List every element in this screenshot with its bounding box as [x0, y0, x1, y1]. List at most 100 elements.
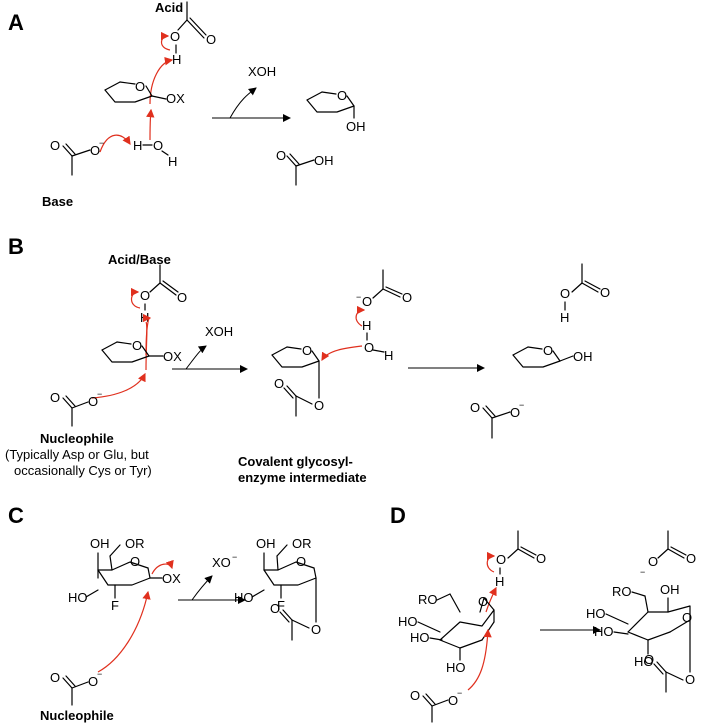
product-ring-b: O OH	[512, 343, 593, 368]
product-ring-a: O OH	[306, 88, 366, 134]
dp-ho-3: HO	[634, 654, 654, 669]
acetic-acid-a: O OH	[276, 148, 334, 186]
b-base-carbonyl-o-b: O	[402, 290, 412, 305]
acetic-carbonyl-o-a: O	[276, 148, 286, 163]
ring-o-b: O	[132, 338, 142, 353]
panel-a: A Acid O O H O OX H O	[8, 0, 366, 209]
red-arrow-c2	[97, 590, 151, 673]
int-carbonyl-o-b: O	[274, 376, 284, 391]
fluoro-sugar-c: OH OR O HO F OX	[68, 536, 181, 613]
red-arrow-a4	[99, 134, 131, 153]
d-nuc-o: O	[448, 693, 458, 708]
base-acetate-a: O O −	[50, 138, 104, 176]
c-ox: OX	[162, 571, 181, 586]
sugar-product-d: RO OH O HO HO HO O O	[586, 582, 695, 693]
water-o-a: O	[153, 138, 163, 153]
c-or: OR	[125, 536, 145, 551]
red-arrow-b5	[321, 345, 363, 362]
xo-c: XO	[212, 555, 231, 570]
leaving-arrow-c	[191, 575, 213, 601]
int-ester-o-b: O	[314, 398, 324, 413]
d-acid-o: O	[496, 552, 506, 567]
ox-a: OX	[166, 91, 185, 106]
c-nuc-minus: −	[97, 669, 102, 679]
fluoro-sugar-product-c: OH OR O HO F O O	[234, 536, 321, 641]
acetate-minus-b: −	[519, 400, 524, 410]
nucleophile-acetate-c: O O −	[50, 669, 102, 706]
d-nuc-carbonyl-o: O	[410, 688, 420, 703]
panel-c: C OH OR O HO F OX O O	[8, 503, 321, 723]
c-ho: HO	[68, 590, 88, 605]
dp-ring-o: O	[682, 610, 692, 625]
intermediate-ring-b: O O O	[271, 343, 324, 417]
acetate-o-b: O	[510, 405, 520, 420]
d-acid-h: H	[495, 574, 504, 589]
nucleophile-note-1: (Typically Asp or Glu, but	[5, 447, 149, 462]
c-ring-o: O	[130, 554, 140, 569]
red-arrow-a1	[160, 31, 171, 51]
red-arrow-b3	[91, 372, 146, 399]
red-arrow-a2	[149, 57, 174, 105]
dp-oh: OH	[660, 582, 680, 597]
product-oh-a: OH	[346, 119, 366, 134]
xoh-a: XOH	[248, 64, 276, 79]
cp-ring-o: O	[296, 554, 306, 569]
water-h-b: H	[362, 318, 371, 333]
c-nuc-carbonyl-o: O	[50, 670, 60, 685]
red-arrow-b1	[130, 287, 141, 309]
d-base-minus: −	[640, 567, 645, 577]
nucleophile-acetate-d: O O −	[410, 688, 462, 723]
water-h1-a: H	[133, 138, 142, 153]
dp-ro: RO	[612, 584, 632, 599]
acid-o-b: O	[560, 286, 570, 301]
acid-base-acetate-b: O O H	[140, 264, 187, 325]
cp-carbonyl-o: O	[270, 601, 280, 616]
panel-d-letter: D	[390, 503, 406, 528]
panel-c-letter: C	[8, 503, 24, 528]
ab-carbonyl-o-b: O	[177, 290, 187, 305]
product-ring-o-b: O	[543, 343, 553, 358]
product-oh-b: OH	[573, 349, 593, 364]
water-o-b: O	[364, 340, 374, 355]
c-oh-top: OH	[90, 536, 110, 551]
dp-ho-1: HO	[586, 606, 606, 621]
water-h2-b: H	[384, 348, 393, 363]
red-arrow-d2	[485, 586, 497, 613]
cp-or: OR	[292, 536, 312, 551]
nucleophile-acetate-b: O O −	[50, 389, 102, 427]
red-arrow-d1	[486, 551, 496, 573]
c-nuc-o: O	[88, 674, 98, 689]
base-acetate-b: O − O	[356, 269, 412, 309]
base-o-a: O	[90, 143, 100, 158]
acid-base-label: Acid/Base	[108, 252, 171, 267]
cp-ho: HO	[234, 590, 254, 605]
leaving-arrow-a	[229, 87, 257, 119]
d-ho-3: HO	[446, 660, 466, 675]
dp-ho-2: HO	[594, 624, 614, 639]
panel-a-letter: A	[8, 10, 24, 35]
d-base-carbonyl-o: O	[686, 551, 696, 566]
intermediate-label-1: Covalent glycosyl-	[238, 454, 353, 469]
acetic-acid-b: O O H	[560, 263, 610, 325]
pyranose-ring-b: O OX	[101, 338, 182, 364]
dp-ester-o: O	[685, 672, 695, 687]
nuc-carbonyl-o-b: O	[50, 390, 60, 405]
d-ho-2: HO	[410, 630, 430, 645]
red-arrow-b2	[142, 313, 152, 356]
b-base-o-b: O	[362, 294, 372, 309]
d-nuc-minus: −	[457, 688, 462, 698]
nuc-minus-b: −	[97, 389, 102, 399]
b-base-minus-b: −	[356, 292, 361, 302]
nucleophile-label-c: Nucleophile	[40, 708, 114, 723]
d-ring-o: O	[478, 594, 488, 609]
ab-o-b: O	[140, 288, 150, 303]
sugar-d: RO O HO HO HO	[398, 592, 495, 675]
d-base-o: O	[648, 554, 658, 569]
acetate-carbonyl-o-b: O	[470, 400, 480, 415]
xo-minus-c: −	[232, 552, 237, 562]
base-carbonyl-o-a: O	[50, 138, 60, 153]
base-minus-a: −	[99, 138, 104, 148]
leaving-arrow-b	[185, 345, 207, 370]
acid-o-a: O	[170, 29, 180, 44]
